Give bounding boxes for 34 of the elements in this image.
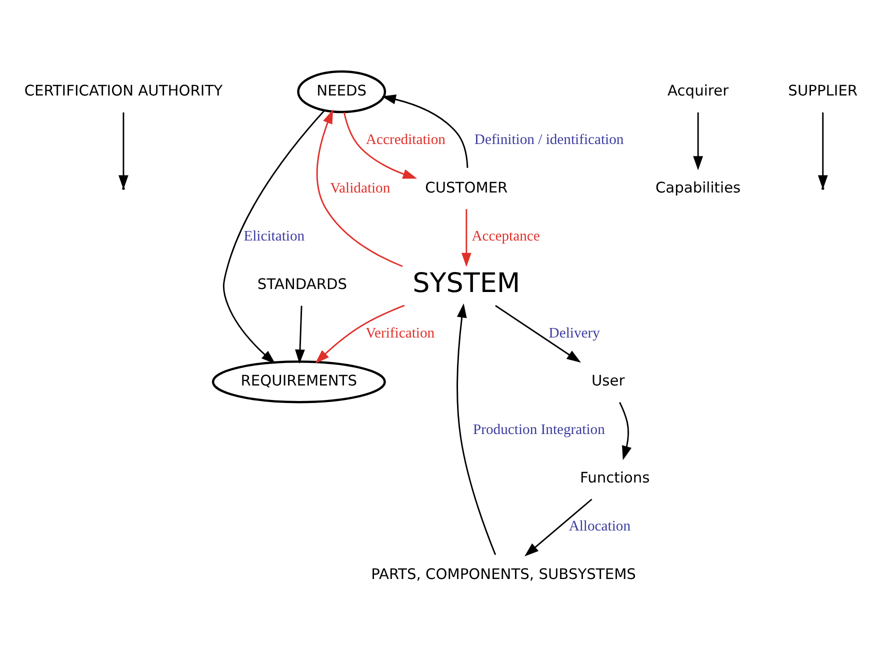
edge-label: Accreditation (366, 131, 446, 148)
node-text: Capabilities (655, 178, 741, 196)
node-text: SYSTEM (412, 268, 520, 299)
edge-label: Definition / identification (474, 131, 624, 148)
node-text: Functions (580, 468, 650, 486)
node-text: CUSTOMER (425, 178, 508, 196)
arrow (461, 208, 472, 266)
node-text: User (591, 372, 625, 390)
arrow (295, 305, 305, 364)
edge-label: Delivery (548, 324, 600, 341)
edge-label: Production Integration (473, 422, 605, 438)
edge-label: Acceptance (472, 228, 540, 244)
arrow (343, 112, 418, 178)
arrow (222, 110, 326, 364)
node-text: CERTIFICATION AUTHORITY (24, 82, 223, 100)
node-text: STANDARDS (257, 275, 348, 292)
node-text: PARTS, COMPONENTS, SUBSYSTEMS (371, 566, 636, 583)
arrow (495, 304, 581, 362)
arrow (316, 109, 403, 267)
edge-label: Allocation (568, 518, 631, 534)
arrow (693, 112, 704, 170)
node-text: SUPPLIER (788, 82, 858, 100)
edge-label: Validation (330, 180, 390, 196)
edge-label: Verification (366, 324, 435, 341)
node-ellipse: NEEDS (297, 70, 386, 113)
arrow (619, 402, 632, 460)
arrow (524, 498, 592, 556)
arrow (382, 94, 468, 168)
arrow (315, 304, 405, 363)
node-ellipse: REQUIREMENTS (212, 360, 386, 403)
arrow (456, 302, 496, 555)
node-text: Acquirer (668, 82, 729, 100)
arrow (118, 112, 128, 189)
edge-label: Elicitation (244, 228, 305, 244)
